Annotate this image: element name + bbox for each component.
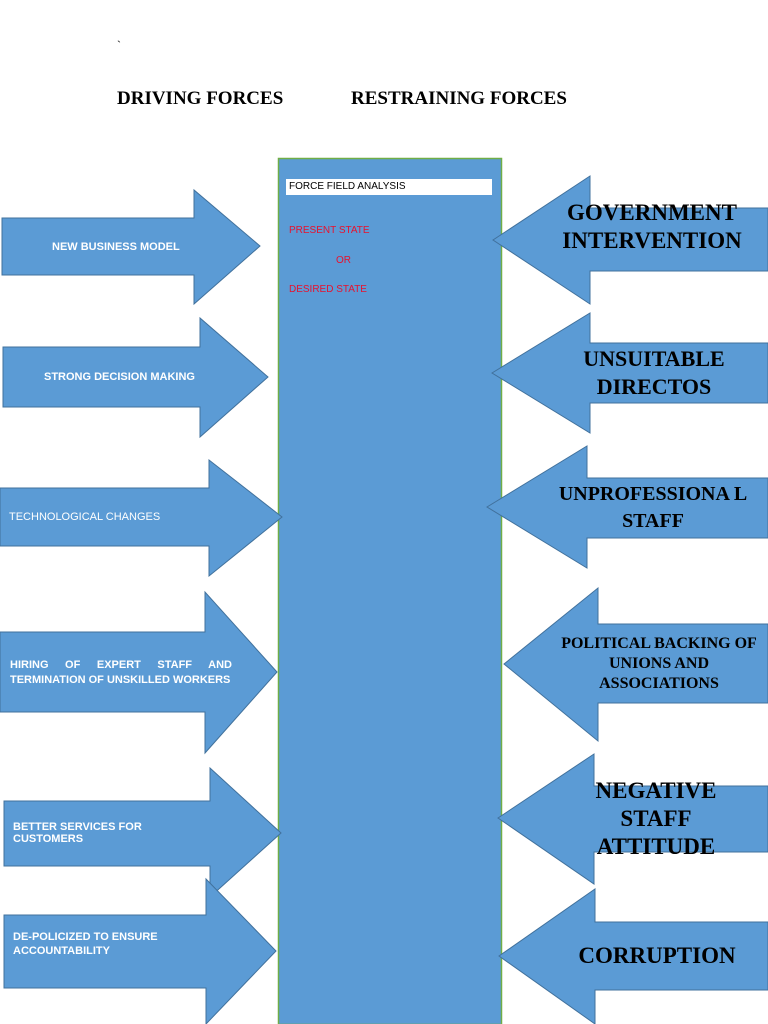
driving-arrow-4: [0, 590, 278, 755]
restraining-arrow-4: [503, 586, 768, 743]
restraining-arrow-1: [492, 175, 768, 305]
restraining-arrow-6: [498, 888, 768, 1024]
driving-force-label-2: STRONG DECISION MAKING: [44, 371, 195, 383]
driving-arrow-5: [3, 766, 282, 899]
restraining-arrow-2: [491, 312, 768, 434]
restraining-force-label-6: CORRUPTION: [578, 943, 736, 968]
driving-arrow-3: [0, 458, 283, 578]
center-state-box: [277, 157, 503, 1024]
driving-arrow-2: [2, 316, 269, 439]
restraining-force-label-3: UNPROFESSIONA L STAFF: [558, 483, 748, 532]
driving-force-label-1: NEW BUSINESS MODEL: [52, 241, 180, 253]
driving-arrow-6: [3, 877, 277, 1024]
restraining-forces-heading: RESTRAINING FORCES: [351, 88, 567, 109]
restraining-arrow-5: [497, 753, 768, 885]
restraining-force-label-2: UNSUITABLE DIRECTOS: [583, 346, 725, 399]
present-state-label: PRESENT STATE: [289, 225, 370, 236]
or-label: OR: [336, 255, 351, 266]
center-title: FORCE FIELD ANALYSIS: [286, 179, 492, 195]
restraining-force-label-4: POLITICAL BACKING OF UNIONS AND ASSOCIAT…: [561, 635, 757, 692]
restraining-arrow-3: [486, 445, 768, 569]
restraining-force-label-5: NEGATIVE STAFF ATTITUDE: [595, 778, 717, 859]
desired-state-label: DESIRED STATE: [289, 284, 367, 295]
driving-force-label-3: TECHNOLOGICAL CHANGES: [9, 511, 161, 523]
driving-arrow-1: [1, 188, 261, 306]
driving-force-label-6: DE-POLICIZED TO ENSURE ACCOUNTABILITY: [13, 931, 158, 957]
driving-forces-heading: DRIVING FORCES: [117, 88, 284, 109]
driving-force-label-4: HIRING OF EXPERT STAFF AND TERMINATION O…: [10, 659, 232, 686]
tick-mark: `: [117, 38, 121, 52]
driving-force-label-5: BETTER SERVICES FOR CUSTOMERS: [13, 821, 142, 845]
restraining-force-label-1: GOVERNMENT INTERVENTION: [562, 200, 742, 253]
